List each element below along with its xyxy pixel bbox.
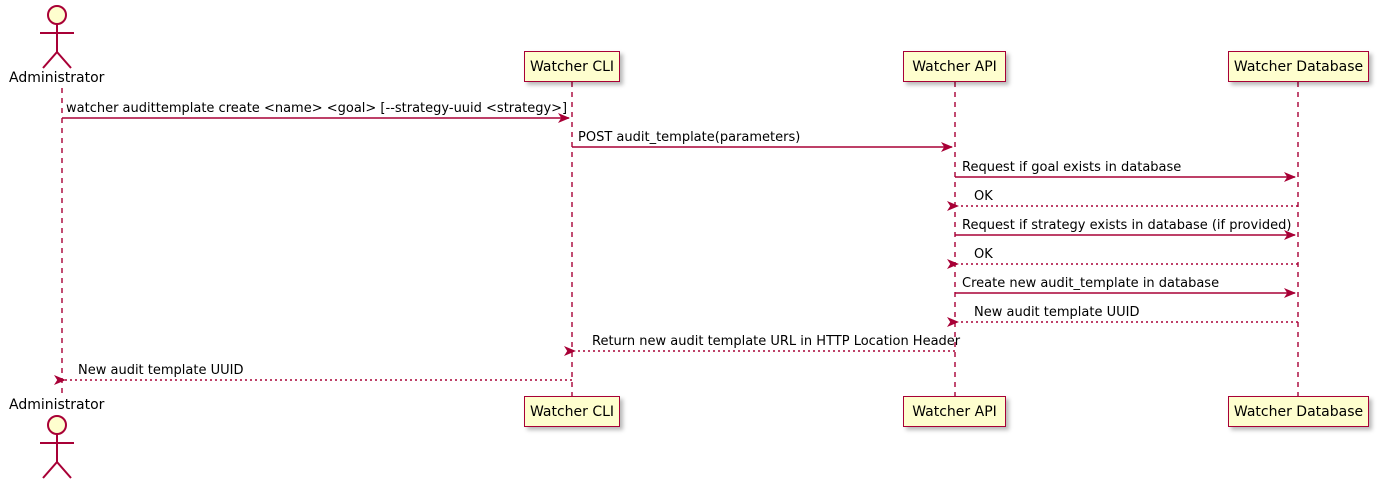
message-label-9: New audit template UUID bbox=[78, 363, 244, 378]
participant-box-watcher-api-bottom[interactable]: Watcher API bbox=[903, 396, 1006, 427]
message-label-7: New audit template UUID bbox=[974, 305, 1140, 320]
participant-label-watcher-cli-bottom: Watcher CLI bbox=[529, 403, 615, 420]
participant-label-watcher-api-top: Watcher API bbox=[912, 58, 997, 75]
actor-administrator-bottom-icon bbox=[40, 415, 74, 479]
participant-box-watcher-api-top[interactable]: Watcher API bbox=[903, 51, 1006, 82]
message-label-2: Request if goal exists in database bbox=[962, 160, 1182, 175]
message-label-3: OK bbox=[974, 189, 993, 204]
participant-box-watcher-cli-bottom[interactable]: Watcher CLI bbox=[524, 396, 620, 427]
participant-box-watcher-cli-top[interactable]: Watcher CLI bbox=[524, 51, 620, 82]
message-arrows bbox=[54, 113, 1298, 385]
message-label-8: Return new audit template URL in HTTP Lo… bbox=[592, 334, 961, 349]
message-label-6: Create new audit_template in database bbox=[962, 276, 1220, 291]
actor-label-administrator-top: Administrator bbox=[9, 70, 105, 86]
participant-box-watcher-database-bottom[interactable]: Watcher Database bbox=[1228, 396, 1369, 427]
participant-box-watcher-database-top[interactable]: Watcher Database bbox=[1228, 51, 1369, 82]
participant-label-watcher-database-top: Watcher Database bbox=[1233, 58, 1364, 75]
participant-label-watcher-cli-top: Watcher CLI bbox=[529, 58, 615, 75]
message-label-1: POST audit_template(parameters) bbox=[578, 130, 801, 145]
lifelines bbox=[61, 82, 1299, 396]
participant-label-watcher-database-bottom: Watcher Database bbox=[1233, 403, 1364, 420]
actor-label-administrator-bottom: Administrator bbox=[9, 397, 105, 413]
message-label-0: watcher audittemplate create <name> <goa… bbox=[66, 101, 568, 116]
message-label-4: Request if strategy exists in database (… bbox=[962, 218, 1292, 233]
actor-administrator-top-icon bbox=[40, 5, 74, 69]
message-label-5: OK bbox=[974, 247, 993, 262]
participant-label-watcher-api-bottom: Watcher API bbox=[912, 403, 997, 420]
